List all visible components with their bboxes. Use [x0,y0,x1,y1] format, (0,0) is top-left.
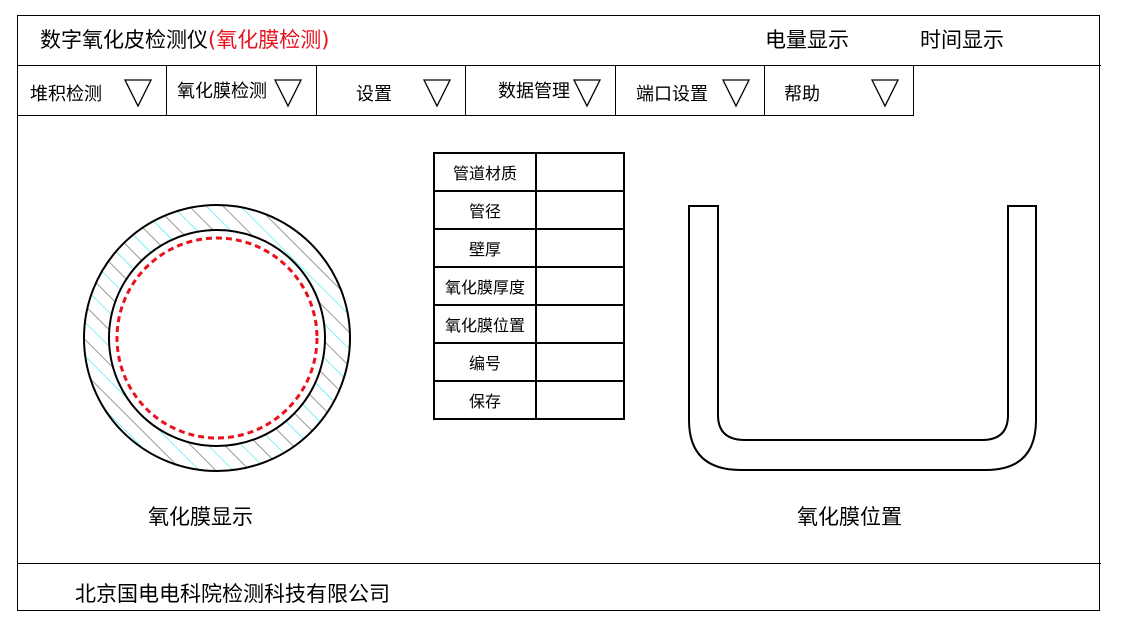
row-value[interactable] [535,152,625,192]
row-value[interactable] [535,228,625,268]
row-value[interactable] [535,304,625,344]
table-row: 管径 [433,190,625,230]
dropdown-triangle-icon [572,79,602,108]
menu-3[interactable]: 数据管理 [465,65,616,116]
divider [17,563,1101,564]
pipe-cross-section [80,200,360,480]
table-row: 管道材质 [433,152,625,192]
mode-text: (氧化膜检测) [208,28,330,52]
table-row: 壁厚 [433,228,625,268]
u-tube-diagram [688,205,1037,471]
divider [17,65,1101,66]
menu-label: 堆积检测 [30,84,102,105]
table-row: 氧化膜位置 [433,304,625,344]
oxide-position-caption: 氧化膜位置 [797,505,902,529]
oxide-film-circle [115,236,319,440]
row-label: 管道材质 [433,152,537,192]
menu-label: 氧化膜检测 [177,81,267,102]
time-display: 时间显示 [920,28,1004,52]
dropdown-triangle-icon [870,79,900,108]
pipe-outer-wall [83,204,351,472]
menu-label: 数据管理 [498,81,570,102]
row-label: 管径 [433,190,537,230]
dropdown-triangle-icon [721,79,751,108]
row-value[interactable] [535,342,625,382]
battery-display: 电量显示 [765,28,849,52]
menu-0[interactable]: 堆积检测 [17,65,167,116]
menu-5[interactable]: 帮助 [764,65,914,116]
dropdown-triangle-icon [422,79,452,108]
menu-label: 帮助 [784,84,820,105]
company-footer: 北京国电电科院检测科技有限公司 [75,582,390,606]
row-label: 壁厚 [433,228,537,268]
window-frame [17,15,1100,611]
table-row: 编号 [433,342,625,382]
app-title: 数字氧化皮检测仪(氧化膜检测) [40,24,329,54]
row-label: 氧化膜位置 [433,304,537,344]
row-label: 编号 [433,342,537,382]
row-label: 保存 [433,380,537,420]
oxide-display-caption: 氧化膜显示 [148,505,253,529]
menu-label: 端口设置 [636,84,708,105]
row-label: 氧化膜厚度 [433,266,537,306]
table-row: 氧化膜厚度 [433,266,625,306]
table-row: 保存 [433,380,625,420]
menu-4[interactable]: 端口设置 [615,65,765,116]
menu-label: 设置 [356,84,392,105]
row-value[interactable] [535,190,625,230]
title-text: 数字氧化皮检测仪 [40,28,208,52]
dropdown-triangle-icon [123,79,153,108]
menu-2[interactable]: 设置 [316,65,466,116]
menu-1[interactable]: 氧化膜检测 [166,65,317,116]
info-table: 管道材质管径壁厚氧化膜厚度氧化膜位置编号保存 [433,152,625,420]
row-value[interactable] [535,266,625,306]
dropdown-triangle-icon [273,79,303,108]
pipe-inner-wall [108,229,326,447]
row-value[interactable] [535,380,625,420]
